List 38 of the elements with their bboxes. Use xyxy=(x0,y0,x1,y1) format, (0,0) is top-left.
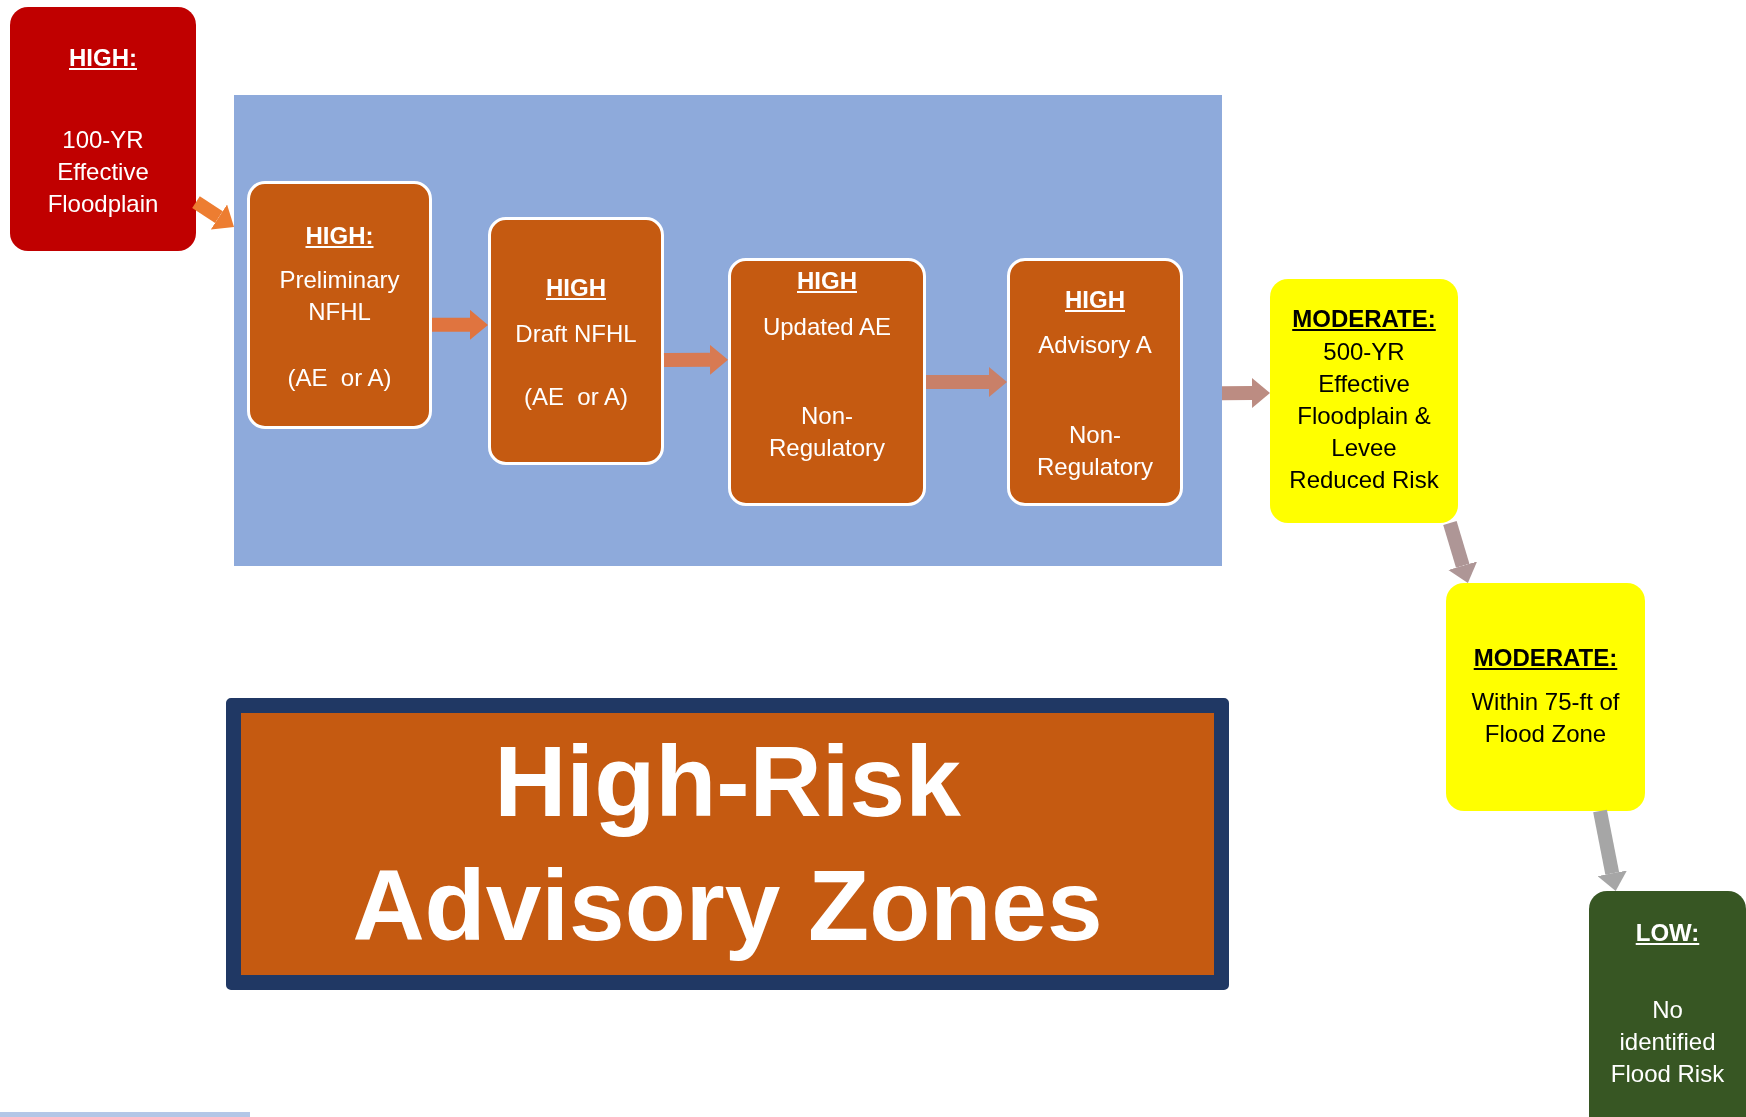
group-band xyxy=(234,95,1222,566)
zone-description: Updated AE xyxy=(761,312,893,342)
risk-box xyxy=(1007,258,1183,506)
zone-description: Non-Regulatory xyxy=(767,401,887,463)
risk-level-heading: HIGH xyxy=(1064,285,1126,315)
risk-box xyxy=(247,181,432,429)
risk-box xyxy=(488,217,664,465)
arrow xyxy=(1221,378,1270,408)
zone-description: Draft NFHL xyxy=(514,319,638,349)
zone-description: Advisory A xyxy=(1037,330,1153,360)
risk-box xyxy=(1589,891,1746,1117)
arrow xyxy=(432,309,488,340)
arrow xyxy=(926,367,1007,397)
arrow xyxy=(663,344,728,375)
zone-description: (AE or A) xyxy=(286,363,393,393)
risk-level-heading: MODERATE: xyxy=(1291,304,1437,334)
risk-level-heading: MODERATE: xyxy=(1472,643,1619,673)
risk-level-heading: HIGH: xyxy=(304,221,375,251)
risk-box xyxy=(728,258,926,506)
risk-level-heading: HIGH xyxy=(796,266,858,296)
zone-description: (AE or A) xyxy=(523,382,629,412)
zone-description: Non-Regulatory xyxy=(1035,420,1155,482)
title-banner xyxy=(226,698,1229,990)
risk-box xyxy=(1446,583,1645,811)
arrow xyxy=(1593,809,1627,891)
zone-description: No identified Flood Risk xyxy=(1609,995,1726,1089)
zone-description: 500-YR Effective Floodplain & Levee Reduced Risk xyxy=(1288,337,1440,495)
title-text: High-Risk Advisory Zones xyxy=(351,724,1104,963)
risk-level-heading: HIGH: xyxy=(68,43,138,73)
risk-box xyxy=(10,7,196,251)
arrow xyxy=(1443,521,1478,583)
risk-box xyxy=(1270,279,1458,523)
risk-level-heading: LOW: xyxy=(1634,918,1701,948)
zone-description: Within 75-ft of Flood Zone xyxy=(1470,687,1621,749)
zone-description: Preliminary NFHL xyxy=(278,265,401,327)
arrow xyxy=(192,196,234,230)
zone-description: 100-YR Effective Floodplain xyxy=(46,125,160,219)
risk-level-heading: HIGH xyxy=(545,273,607,303)
